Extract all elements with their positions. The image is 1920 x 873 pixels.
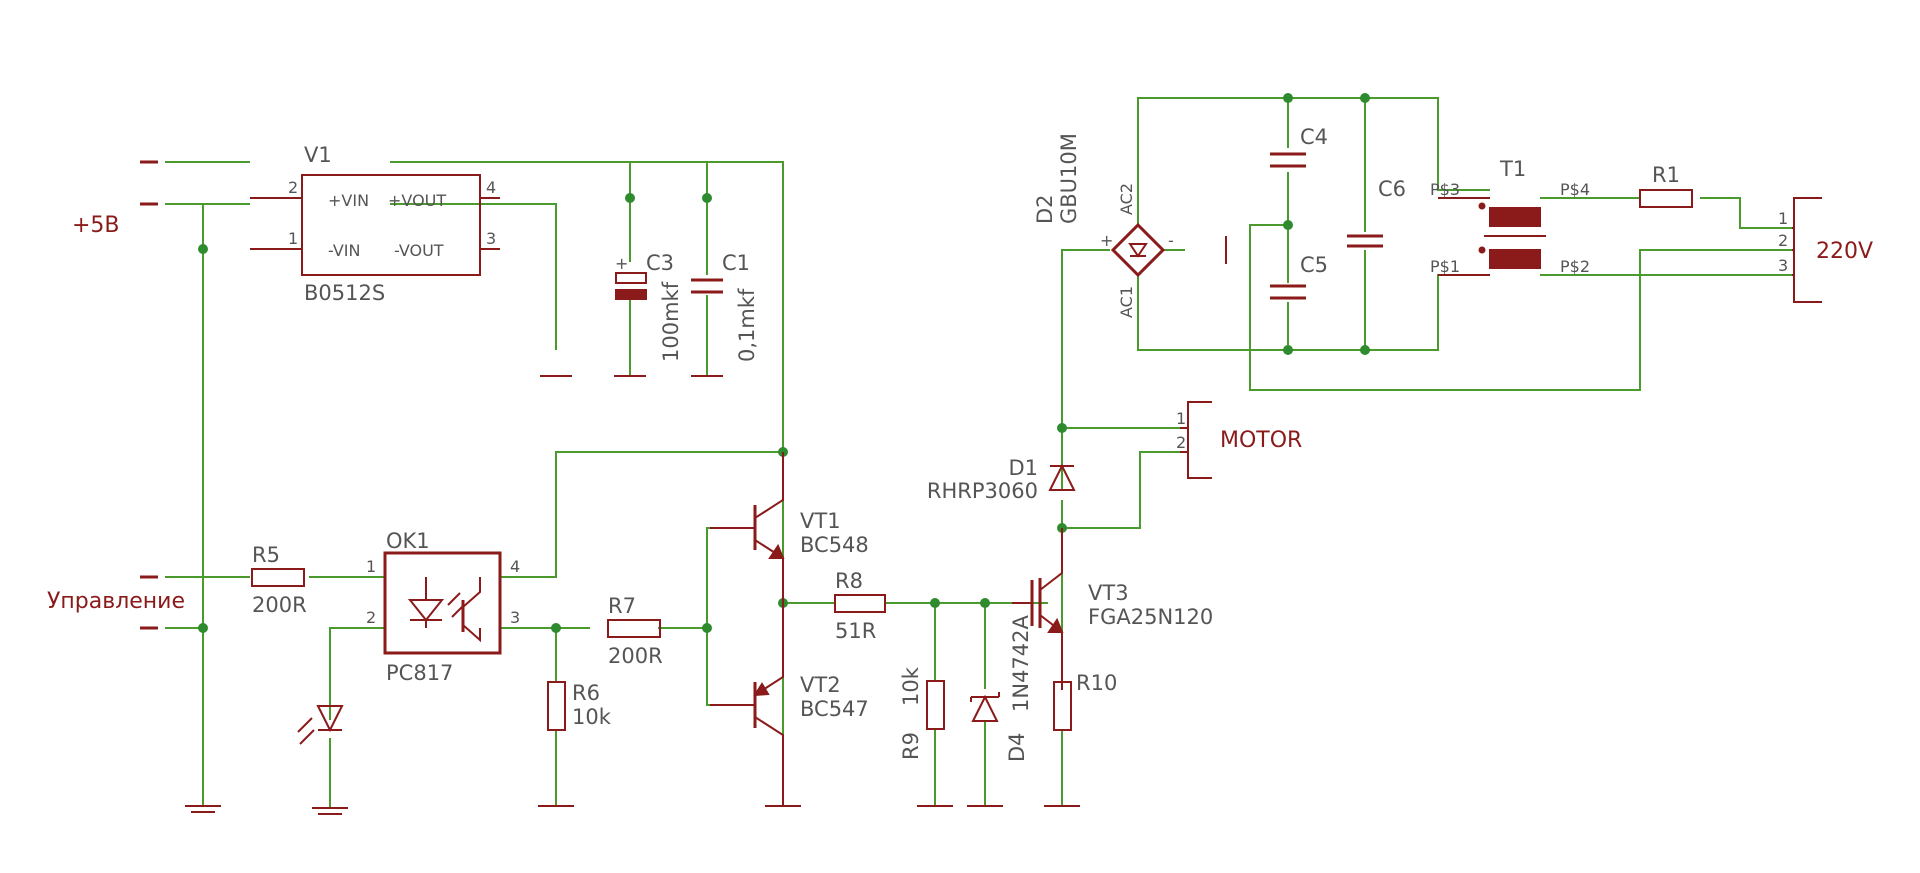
t1-p1: P$1 bbox=[1430, 257, 1460, 276]
component-vt3: VT3 FGA25N120 bbox=[1012, 528, 1213, 690]
r6-value: 10k bbox=[572, 705, 612, 729]
r9-value: 10k bbox=[899, 666, 923, 706]
v1-pin-vout-minus: -VOUT bbox=[394, 241, 444, 260]
mains-label: 220V bbox=[1816, 239, 1873, 264]
r9-ref: R9 bbox=[899, 732, 923, 760]
connector-control: Управление bbox=[47, 575, 185, 630]
t1-p2: P$2 bbox=[1560, 257, 1590, 276]
r5-ref: R5 bbox=[252, 543, 280, 567]
motor-label: MOTOR bbox=[1220, 428, 1302, 453]
component-vt1: VT1 BC548 bbox=[710, 452, 869, 603]
t1-p3: P$3 bbox=[1430, 180, 1460, 199]
c4-ref: C4 bbox=[1300, 125, 1328, 149]
component-vt2: VT2 BC547 bbox=[710, 603, 869, 806]
d2-pin-ac2: AC2 bbox=[1117, 183, 1136, 215]
v1-pin-num-2: 2 bbox=[288, 178, 298, 197]
connector-motor: 1 2 MOTOR bbox=[1176, 401, 1302, 479]
component-c4: C4 bbox=[1270, 125, 1328, 168]
v1-ref: V1 bbox=[304, 143, 332, 167]
c1-value: 0,1mkf bbox=[735, 288, 759, 362]
component-c3: + C3 100mkf bbox=[615, 251, 683, 362]
control-label: Управление bbox=[47, 589, 185, 614]
ok1-pin-3: 3 bbox=[510, 608, 520, 627]
plus5v-label: +5B bbox=[72, 213, 120, 238]
mains-pin-2: 2 bbox=[1778, 231, 1788, 250]
ok1-value: PC817 bbox=[386, 661, 453, 685]
d2-minus: - bbox=[1168, 231, 1174, 250]
vt1-value: BC548 bbox=[800, 533, 869, 557]
d2-ref: D2 bbox=[1033, 194, 1057, 224]
junctions bbox=[198, 93, 1370, 633]
d1-value: RHRP3060 bbox=[927, 479, 1038, 503]
vt1-ref: VT1 bbox=[800, 509, 841, 533]
v1-pin-num-4: 4 bbox=[486, 178, 496, 197]
connector-plus5v: +5B bbox=[72, 160, 158, 238]
r6-ref: R6 bbox=[572, 681, 600, 705]
r7-ref: R7 bbox=[608, 594, 636, 618]
mains-pin-1: 1 bbox=[1778, 209, 1788, 228]
c3-value: 100mkf bbox=[659, 281, 683, 362]
d1-ref: D1 bbox=[1008, 456, 1038, 480]
c6-ref: C6 bbox=[1378, 177, 1406, 201]
component-t1: T1 P$3 P$1 P$4 P$2 bbox=[1430, 157, 1590, 276]
d2-plus: + bbox=[1100, 231, 1113, 250]
connector-mains: 1 2 3 220V bbox=[1778, 197, 1873, 303]
component-d1: D1 RHRP3060 bbox=[927, 456, 1076, 503]
v1-pin-num-3: 3 bbox=[486, 229, 496, 248]
v1-pin-vout-plus: +VOUT bbox=[388, 191, 446, 210]
component-c5: C5 bbox=[1270, 253, 1328, 300]
v1-pin-vin-minus: -VIN bbox=[328, 241, 360, 260]
vt3-ref: VT3 bbox=[1088, 581, 1129, 605]
r8-ref: R8 bbox=[835, 569, 863, 593]
ok1-pin-1: 1 bbox=[366, 557, 376, 576]
r7-value: 200R bbox=[608, 644, 663, 668]
component-r9: 10k R9 bbox=[899, 666, 945, 760]
d2-pin-ac1: AC1 bbox=[1117, 286, 1136, 318]
c3-polarity: + bbox=[615, 254, 628, 273]
r8-value: 51R bbox=[835, 619, 876, 643]
component-c6: C6 bbox=[1347, 177, 1406, 248]
vt3-value: FGA25N120 bbox=[1088, 605, 1213, 629]
component-r1: R1 bbox=[1639, 163, 1693, 208]
component-ok1: OK1 PC817 1 2 3 4 bbox=[366, 529, 520, 685]
ok1-pin-4: 4 bbox=[510, 557, 520, 576]
component-v1: V1 B0512S +VIN +VOUT -VIN -VOUT 2 1 4 3 bbox=[250, 143, 500, 305]
component-r7: R7 200R bbox=[607, 594, 663, 668]
c1-ref: C1 bbox=[722, 251, 750, 275]
component-d2: + - AC2 AC1 D2 GBU10M bbox=[1033, 133, 1174, 318]
component-r8: R8 51R bbox=[834, 569, 886, 643]
d4-value: 1N4742A bbox=[1009, 614, 1033, 712]
mains-pin-3: 3 bbox=[1778, 256, 1788, 275]
v1-value: B0512S bbox=[304, 281, 385, 305]
t1-ref: T1 bbox=[1499, 157, 1526, 181]
vt2-ref: VT2 bbox=[800, 673, 841, 697]
component-d4: 1N4742A D4 bbox=[970, 614, 1033, 762]
c5-ref: C5 bbox=[1300, 253, 1328, 277]
t1-p4: P$4 bbox=[1560, 180, 1590, 199]
v1-pin-vin-plus: +VIN bbox=[328, 191, 369, 210]
d2-value: GBU10M bbox=[1057, 133, 1081, 224]
d4-ref: D4 bbox=[1005, 732, 1029, 762]
component-c1: C1 0,1mkf bbox=[691, 251, 759, 362]
component-r10: R10 bbox=[1053, 671, 1117, 731]
ok1-ref: OK1 bbox=[386, 529, 430, 553]
ground-symbols bbox=[185, 236, 1227, 815]
vt2-value: BC547 bbox=[800, 697, 869, 721]
ok1-pin-2: 2 bbox=[366, 608, 376, 627]
r10-ref: R10 bbox=[1076, 671, 1117, 695]
c3-ref: C3 bbox=[646, 251, 674, 275]
indicator-led bbox=[297, 705, 344, 745]
component-r6: R6 10k bbox=[547, 681, 612, 731]
v1-pin-num-1: 1 bbox=[288, 229, 298, 248]
r5-value: 200R bbox=[252, 593, 307, 617]
motor-pin-2: 2 bbox=[1176, 433, 1186, 452]
r1-ref: R1 bbox=[1652, 163, 1680, 187]
motor-pin-1: 1 bbox=[1176, 409, 1186, 428]
component-r5: R5 200R bbox=[251, 543, 307, 617]
